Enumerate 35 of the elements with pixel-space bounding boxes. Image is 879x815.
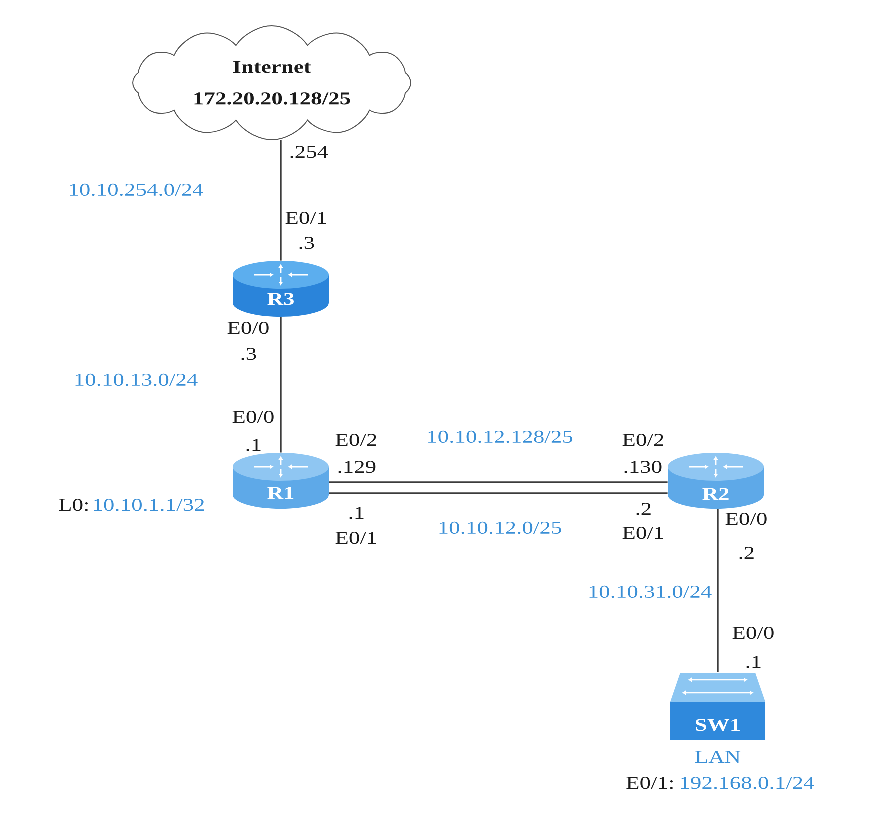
- subnet-label: 10.10.31.0/24: [590, 586, 712, 598]
- link-line: [329, 482, 668, 484]
- interface-label: E0/0: [732, 627, 774, 640]
- subnet-label: 10.10.13.0/24: [76, 374, 198, 386]
- interface-label: E0/1: [336, 532, 376, 544]
- interface-label: E0/1: [622, 527, 664, 540]
- address-label: 192.168.0.1/24: [681, 777, 814, 790]
- subnet-label: 10.10.254.0/24: [70, 184, 204, 196]
- router: R1: [233, 453, 329, 509]
- interface-label: E0/1:: [626, 777, 673, 790]
- address-label: 10.10.1.1/32: [94, 499, 204, 512]
- cloud: Internet 172.20.20.128/25: [132, 26, 412, 140]
- interface-label: .2: [740, 547, 754, 560]
- interface-label: .254: [290, 146, 328, 158]
- interface-label: L0:: [59, 499, 88, 512]
- router: R2: [668, 453, 764, 509]
- router: R3: [233, 261, 329, 317]
- interface-label: .3: [242, 348, 256, 360]
- interface-label: E0/1: [286, 212, 326, 224]
- link-line: [717, 509, 719, 672]
- link-line: [280, 317, 282, 453]
- interface-label: .129: [338, 461, 376, 474]
- switch: SW1: [670, 673, 766, 740]
- link-line: [329, 492, 668, 494]
- interface-label: .3: [300, 237, 314, 250]
- interface-label: .1: [746, 656, 761, 668]
- network-label: LAN: [696, 751, 741, 763]
- interface-label: .130: [624, 461, 662, 474]
- subnet-label: 10.10.12.0/25: [440, 522, 562, 534]
- link-line: [280, 140, 282, 261]
- interface-label: .1: [350, 507, 364, 520]
- interface-label: .2: [636, 503, 651, 516]
- interface-label: E0/2: [336, 434, 376, 446]
- interface-label: E0/0: [726, 513, 767, 526]
- subnet-label: 10.10.12.128/25: [428, 430, 573, 444]
